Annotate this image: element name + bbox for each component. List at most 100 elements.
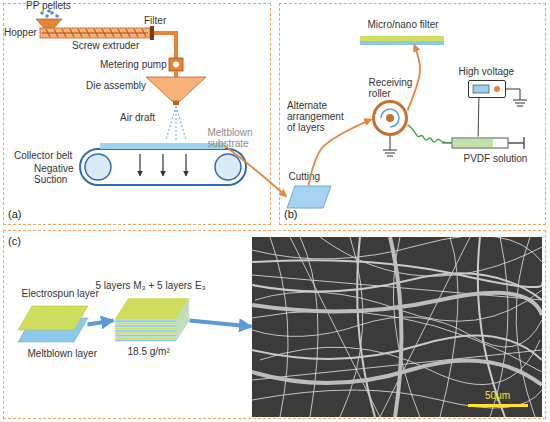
meltblown-fibre — [252, 360, 542, 385]
pump-gear — [173, 62, 179, 68]
power-supply-shape — [469, 81, 505, 97]
pellet — [55, 14, 59, 18]
node-label: Micro/nano filter — [368, 19, 488, 30]
component-label: Die assembly — [86, 80, 156, 91]
extruder-barrel — [40, 28, 150, 38]
scale-bar — [468, 404, 528, 407]
flow-arrow — [88, 321, 114, 325]
pvdf-liquid — [453, 139, 493, 147]
syringe-needle — [442, 142, 452, 143]
syringe: PVDF solution — [452, 137, 528, 149]
nanofibre — [290, 237, 380, 417]
nanofibre — [270, 237, 288, 417]
flow-arrow — [225, 146, 287, 197]
hopper — [36, 19, 62, 29]
sem-image: 50μm — [252, 237, 542, 417]
syringe-barrel — [452, 138, 508, 148]
collector-belt — [80, 149, 246, 185]
meltblown-fibre — [252, 293, 542, 315]
pellet — [40, 11, 44, 15]
collector-roller-shape — [375, 103, 405, 133]
suction-arrow — [162, 154, 163, 176]
stack-layer — [114, 298, 190, 320]
meltblown-substrate: Meltblown substrate — [100, 143, 225, 149]
cut-sheet-shape — [287, 186, 331, 208]
node-label: Receiving roller — [369, 77, 417, 99]
flow-arrow — [190, 321, 252, 327]
arrow-label: Alternate arrangement of layers — [287, 100, 351, 133]
component-label: Collector belt — [14, 150, 78, 161]
nanofibre — [516, 237, 535, 417]
pellet — [50, 11, 54, 15]
node-label: Meltblown layer — [28, 348, 118, 359]
component-label: Negative Suction — [34, 163, 78, 185]
filter-layer — [360, 36, 444, 41]
cut-piece — [287, 186, 331, 208]
bilayer-sheet: Electrospun layerMeltblown layer — [18, 306, 88, 344]
panel-label: (c) — [8, 235, 38, 247]
component-label: PP pellets — [26, 0, 86, 11]
component-label: Metering pump — [100, 59, 170, 70]
metering-pump — [169, 58, 183, 71]
melt-pipe — [154, 33, 176, 58]
node-label: High voltage — [459, 66, 529, 77]
screw-shaft — [42, 33, 148, 34]
knob — [494, 86, 500, 92]
panel-label: (a) — [8, 208, 38, 220]
component-label: Filter — [144, 15, 174, 26]
layer-stack: 5 layers M₃ + 5 layers E₃18.5 g/m² — [114, 298, 190, 344]
suction-arrow — [185, 154, 186, 176]
plunger — [508, 137, 524, 149]
belt-roller — [85, 154, 111, 180]
collector-roller: Receiving roller — [372, 100, 408, 136]
die-tip — [173, 101, 179, 105]
node-label: 50μm — [468, 390, 528, 401]
flow-arrow — [408, 125, 452, 143]
component-label: Hopper — [4, 27, 40, 38]
air-draft-fibres — [166, 106, 186, 140]
component-label: Air draft — [120, 112, 170, 123]
node-label: Meltblown substrate — [208, 127, 264, 149]
syringe-shape — [452, 137, 528, 149]
nanofibre — [252, 317, 542, 347]
filter-layer — [360, 41, 444, 45]
nanofibre — [380, 237, 470, 417]
pellet — [45, 14, 49, 18]
node-label: 18.5 g/m² — [128, 346, 198, 357]
sem-background — [252, 237, 542, 417]
bilayer-sheet-shape — [18, 306, 88, 344]
display — [473, 85, 489, 93]
belt-roller — [215, 154, 241, 180]
filter-sheet: Micro/nano filter — [360, 36, 444, 45]
melt-pipe — [174, 71, 178, 77]
panel-label: (b) — [284, 208, 314, 220]
node-label: 5 layers M₃ + 5 layers E₃ — [96, 280, 226, 291]
cut-sheet: Cutting — [287, 186, 331, 208]
fibre — [252, 335, 542, 360]
roller-axle — [386, 114, 394, 122]
ground-symbol — [383, 136, 397, 156]
power-supply: High voltage — [468, 80, 506, 98]
flow-arrow — [478, 98, 480, 137]
rotation-arc — [381, 109, 399, 127]
die — [146, 77, 206, 101]
filter-plate — [150, 26, 154, 40]
panel-frame: (c) Electrospun layerMeltblown layer 5 lay… — [3, 230, 546, 419]
node-label: Cutting — [289, 171, 339, 182]
layer-stack-shape — [114, 298, 190, 344]
nanofibre — [300, 237, 318, 417]
flow-arrow — [408, 45, 421, 111]
meltblown-fibre — [390, 237, 401, 417]
component-label: Screw extruder — [72, 40, 152, 51]
node-label: PVDF solution — [464, 153, 544, 164]
ground-symbol — [506, 89, 527, 106]
suction-arrow — [139, 154, 140, 176]
flow-arrow — [309, 119, 372, 185]
sem-fibres — [252, 237, 542, 417]
electrospun-sheet — [18, 306, 88, 330]
filter-sheet-shape — [360, 36, 444, 45]
fibre — [357, 237, 375, 417]
screw-flights — [46, 29, 146, 37]
